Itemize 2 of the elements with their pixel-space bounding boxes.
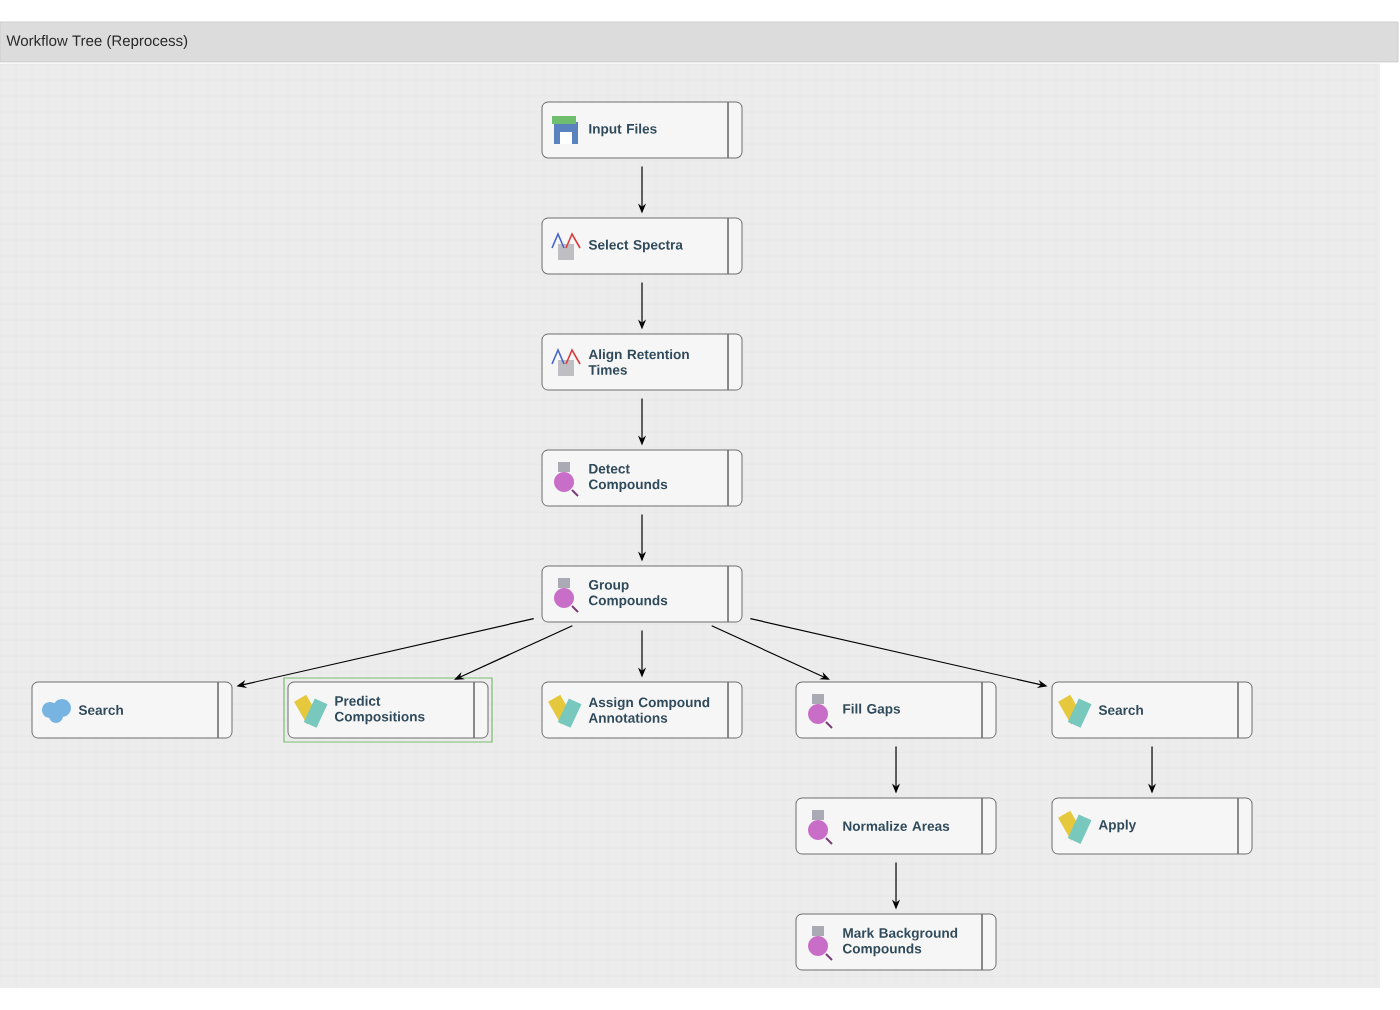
arrow [454, 625, 573, 680]
arrow [711, 625, 830, 680]
